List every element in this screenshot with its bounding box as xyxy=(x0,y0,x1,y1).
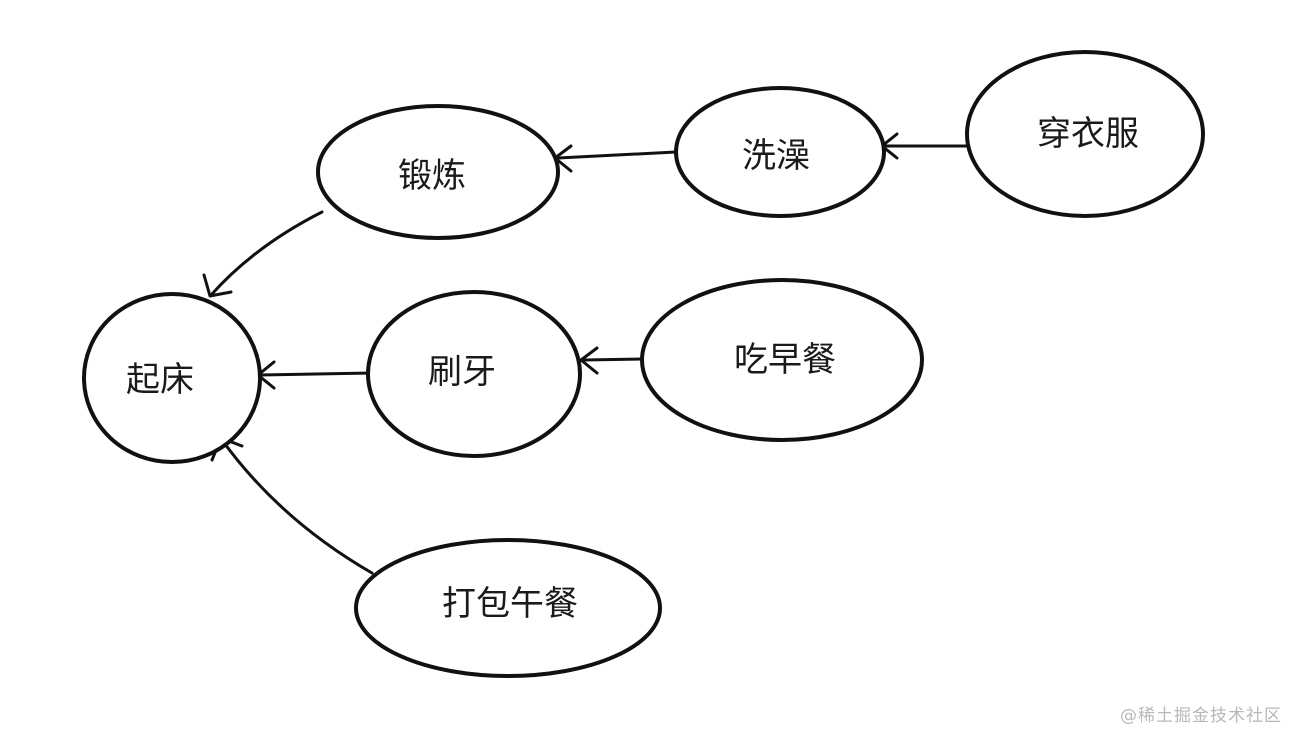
edge-xizao-to-duanlian xyxy=(553,144,678,173)
node-label-xizao: 洗澡 xyxy=(742,136,810,176)
edge-chuanyifu-to-xizao xyxy=(880,132,970,160)
node-label-qichuang: 起床 xyxy=(126,360,194,400)
node-chizaocan: 吃早餐 xyxy=(640,278,924,442)
node-label-chuanyifu: 穿衣服 xyxy=(1037,114,1139,154)
node-label-shuaya: 刷牙 xyxy=(428,352,496,392)
node-qichuang: 起床 xyxy=(82,292,262,464)
node-dabaowucan: 打包午餐 xyxy=(354,538,662,678)
watermark: @稀土掘金技术社区 xyxy=(1120,706,1282,726)
node-duanlian: 锻炼 xyxy=(316,104,560,240)
node-label-duanlian: 锻炼 xyxy=(398,156,466,196)
node-label-dabaowucan: 打包午餐 xyxy=(442,584,578,624)
edge-shuaya-to-qichuang xyxy=(256,360,374,390)
node-label-chizaocan: 吃早餐 xyxy=(734,340,836,380)
edge-chizaocan-to-shuaya xyxy=(579,346,645,375)
node-shuaya: 刷牙 xyxy=(366,290,582,458)
edge-duanlian-to-qichuang xyxy=(202,210,324,298)
node-chuanyifu: 穿衣服 xyxy=(965,50,1205,218)
node-xizao: 洗澡 xyxy=(674,86,886,218)
edge-dabaowucan-to-qichuang xyxy=(210,436,374,575)
nodes: 起床 锻炼 洗澡 穿衣服 刷牙 吃早餐 打包午餐 xyxy=(82,50,1205,678)
